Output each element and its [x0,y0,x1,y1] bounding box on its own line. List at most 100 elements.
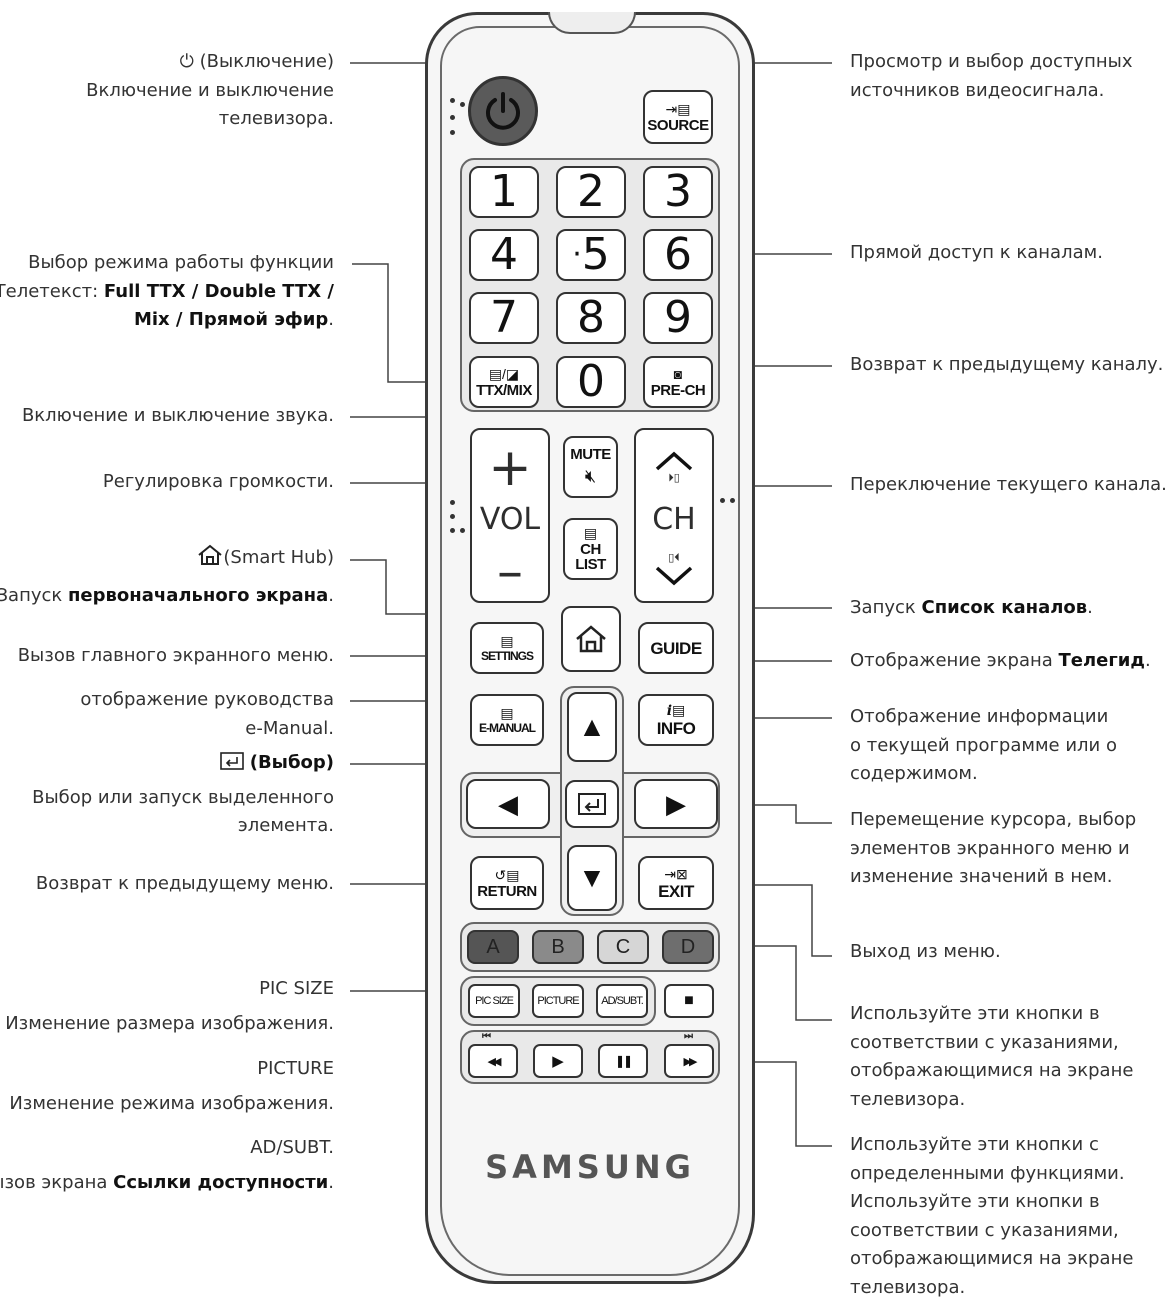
stop-button[interactable]: ■ [664,984,714,1018]
enter-icon [220,751,244,780]
label-channel: Переключение текущего канала. [850,474,1167,495]
tactile-dot: · [572,237,582,272]
settings-button[interactable]: ▤ SETTINGS [470,622,544,674]
up-button[interactable]: ▲ [567,692,617,762]
fast-forward-button[interactable]: ▶▶ [664,1044,714,1078]
label-ttx: Выбор режима работы функции Телетекст: F… [0,252,334,330]
label-picture: PICTURE Изменение режима изображения. [9,1058,334,1114]
ad-subt-button[interactable]: AD/SUBT. [596,984,648,1018]
rewind-button[interactable]: ◀◀ [468,1044,518,1078]
label-color-buttons: Используйте эти кнопки в соответствии с … [850,1003,1134,1110]
chevron-down-icon [655,566,693,585]
down-button[interactable]: ▼ [567,845,617,911]
exit-button[interactable]: ⇥⊠ EXIT [638,856,714,910]
digit-4-button[interactable]: 4 [469,229,539,281]
select-button[interactable] [565,780,619,828]
left-button[interactable]: ◀ [466,779,550,829]
label-select: (Выбор) Выбор или запуск выделенного эле… [32,751,334,836]
right-button[interactable]: ▶ [634,779,718,829]
return-icon: ↺▤ [494,866,520,883]
label-media-buttons: Используйте эти кнопки с определенными ф… [850,1134,1134,1298]
info-button[interactable]: i▤ INFO [638,694,714,746]
volume-up-button[interactable]: + [488,438,532,498]
pre-ch-button[interactable]: ◙ PRE-CH [643,356,713,408]
label-picsize: PIC SIZE Изменение размера изображения. [5,978,334,1034]
digit-8-button[interactable]: 8 [556,292,626,344]
digit-9-button[interactable]: 9 [643,292,713,344]
source-button[interactable]: ⇥▤ SOURCE [643,90,713,144]
home-icon [197,544,223,576]
label-mute: Включение и выключение звука. [21,405,334,426]
manual-icon: ▤ [500,705,514,721]
prev-track-icon: ⏮ [482,1031,491,1042]
mute-button[interactable]: MUTE 🔇︎ [563,436,618,498]
mic-dot [450,130,455,135]
tactile-dot [730,498,735,503]
tactile-dot [450,500,455,505]
label-numbers: Прямой доступ к каналам. [850,242,1103,263]
leader-media [718,1061,832,1147]
rewind-icon: ◀◀ [487,1055,502,1068]
channel-up-button[interactable]: ⏵▯ [636,438,712,496]
label-adsubt: AD/SUBT. Вызов экрана Ссылки доступности… [0,1137,334,1193]
return-button[interactable]: ↺▤ RETURN [470,856,544,910]
color-button-a[interactable]: A [467,930,519,964]
exit-icon: ⇥⊠ [664,865,688,882]
channel-down-button[interactable]: ▯⏴ [636,538,712,600]
guide-button[interactable]: GUIDE [638,622,714,674]
leader-color [718,945,832,1021]
prech-icon: ◙ [673,365,683,382]
e-manual-button[interactable]: ▤ E-MANUAL [470,694,544,746]
picture-button[interactable]: PICTURE [532,984,584,1018]
leader-exit [716,884,832,957]
mic-dot [450,98,455,103]
chevron-up-icon [655,451,693,470]
tactile-dot [450,528,455,533]
tactile-dot [460,528,465,533]
digit-7-button[interactable]: 7 [469,292,539,344]
label-emanual: отображение руководства e-Manual. [80,689,334,739]
pause-icon: ❚❚ [614,1054,633,1068]
power-icon: ⏻ [179,51,194,72]
leader-navigation [720,804,832,824]
pause-button[interactable]: ❚❚ [598,1044,648,1078]
info-icon: i [666,703,673,719]
next-page-icon: ⏵▯ [668,470,680,484]
brand-logo: SAMSUNG [485,1148,695,1186]
ch-list-button[interactable]: ▤ CH LIST [563,518,618,580]
arrow-down-icon: ▼ [578,862,606,893]
arrow-right-icon: ▶ [666,788,686,819]
label-info: Отображение информации о текущей програм… [850,706,1117,784]
channel-label: CH [652,502,696,537]
arrow-left-icon: ◀ [498,788,518,819]
digit-3-button[interactable]: 3 [643,166,713,218]
digit-1-button[interactable]: 1 [469,166,539,218]
digit-5-button[interactable]: ·5 [556,229,626,281]
channel-rocker: ⏵▯ CH ▯⏴ [634,428,714,603]
color-button-d[interactable]: D [662,930,714,964]
color-button-c[interactable]: C [597,930,649,964]
digit-6-button[interactable]: 6 [643,229,713,281]
label-prech: Возврат к предыдущему каналу. [850,354,1164,375]
pic-size-button[interactable]: PIC SIZE [468,984,520,1018]
label-guide: Отображение экрана Телегид. [850,650,1151,671]
ir-window [548,12,636,34]
teletext-icon: ▤/◪ [488,365,520,382]
power-icon [486,92,520,130]
mic-dot [460,102,465,107]
digit-0-button[interactable]: 0 [556,356,626,408]
color-button-b[interactable]: B [532,930,584,964]
tactile-dot [450,514,455,519]
play-button[interactable]: ▶ [533,1044,583,1078]
label-return: Возврат к предыдущему меню. [35,873,334,894]
volume-down-button[interactable]: – [497,542,523,602]
label-navigation: Перемещение курсора, выбор элементов экр… [850,809,1137,887]
ttx-mix-button[interactable]: ▤/◪ TTX/MIX [469,356,539,408]
power-button[interactable] [468,76,538,146]
prev-page-icon: ▯⏴ [668,550,680,564]
volume-rocker: + VOL – [470,428,550,603]
home-icon [576,625,606,653]
digit-2-button[interactable]: 2 [556,166,626,218]
label-settings: Вызов главного экранного меню. [17,645,334,666]
smart-hub-button[interactable] [561,606,621,672]
